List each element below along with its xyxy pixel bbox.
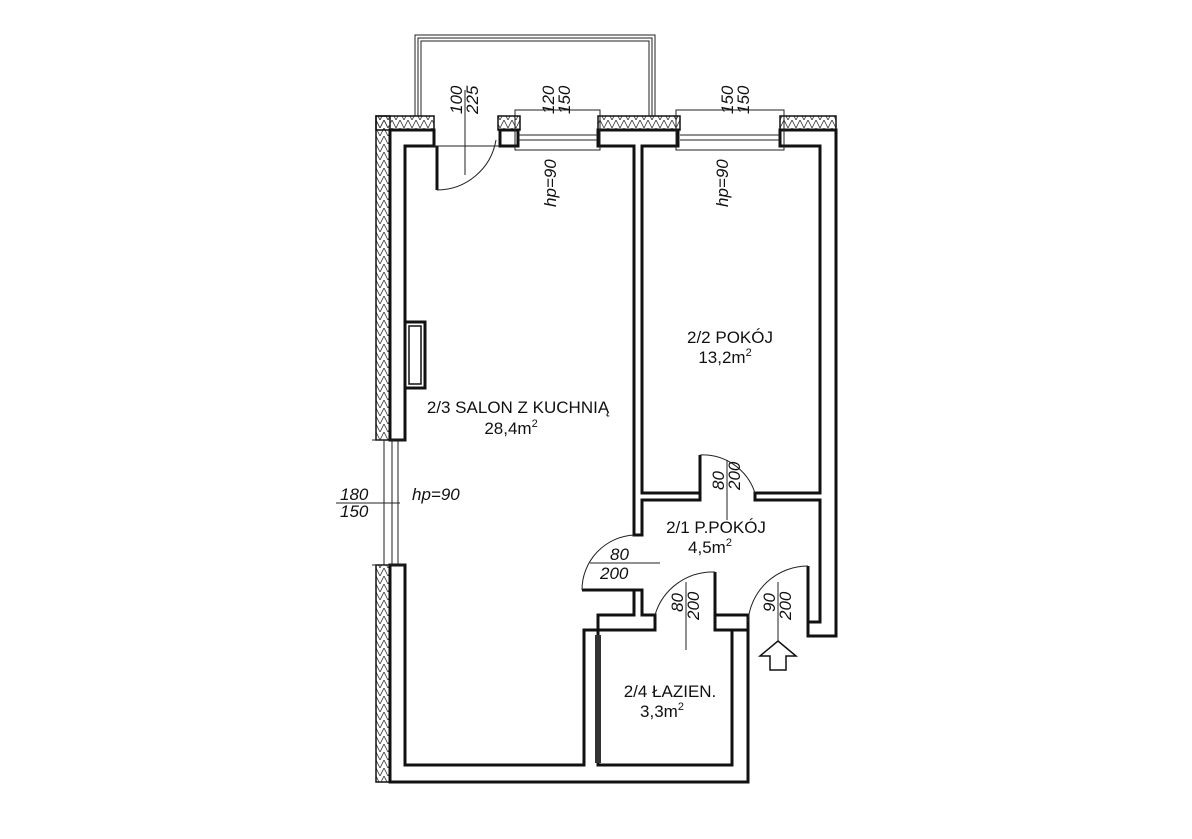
room-area-przedpokoj: 4,5m2: [688, 537, 732, 557]
room-label-pokoj: 2/2 POKÓJ: [687, 328, 773, 347]
dim-door-salon-width: 80: [610, 545, 629, 564]
dim-window1-width: 120: [539, 85, 558, 114]
dim-window3-width: 180: [340, 485, 369, 504]
dim-door-salon-height: 200: [599, 564, 629, 583]
windows: [372, 109, 785, 566]
balcony: [414, 34, 656, 116]
insulation: [375, 115, 837, 783]
doors: [430, 90, 810, 650]
room-label-salon: 2/3 SALON Z KUCHNIĄ: [427, 398, 610, 417]
dim-window3-height: 150: [340, 502, 369, 521]
room-area-lazienka: 3,3m2: [640, 701, 684, 721]
dim-window1-sill: hp=90: [541, 159, 560, 207]
dim-window1-height: 150: [555, 85, 574, 114]
room-area-salon: 28,4m2: [484, 418, 537, 438]
dim-door-lazienka-width: 80: [668, 593, 687, 612]
dim-door-entrance-height: 200: [776, 591, 795, 621]
room-label-przedpokoj: 2/1 P.POKÓJ: [666, 518, 766, 537]
dim-window2-height: 150: [734, 85, 753, 114]
dim-window2-width: 150: [718, 85, 737, 114]
walls: [388, 128, 838, 784]
dim-balcony-width: 100: [447, 85, 466, 114]
dim-window2-sill: hp=90: [713, 159, 732, 207]
dim-door-pokoj-width: 80: [709, 471, 728, 490]
entrance-arrow-icon: [757, 640, 799, 671]
room-label-lazienka: 2/4 ŁAZIEN.: [624, 682, 717, 701]
dim-window3-sill: hp=90: [412, 485, 460, 504]
dim-door-pokoj-height: 200: [725, 461, 744, 491]
room-area-pokoj: 13,2m2: [698, 347, 751, 367]
dim-door-lazienka-height: 200: [684, 591, 703, 621]
dim-door-entrance-width: 90: [760, 593, 779, 612]
dim-balcony-height: 225: [463, 85, 482, 115]
dimension-labels: 100 225 120 150 hp=90 150 150 hp=90 180 …: [340, 85, 795, 621]
